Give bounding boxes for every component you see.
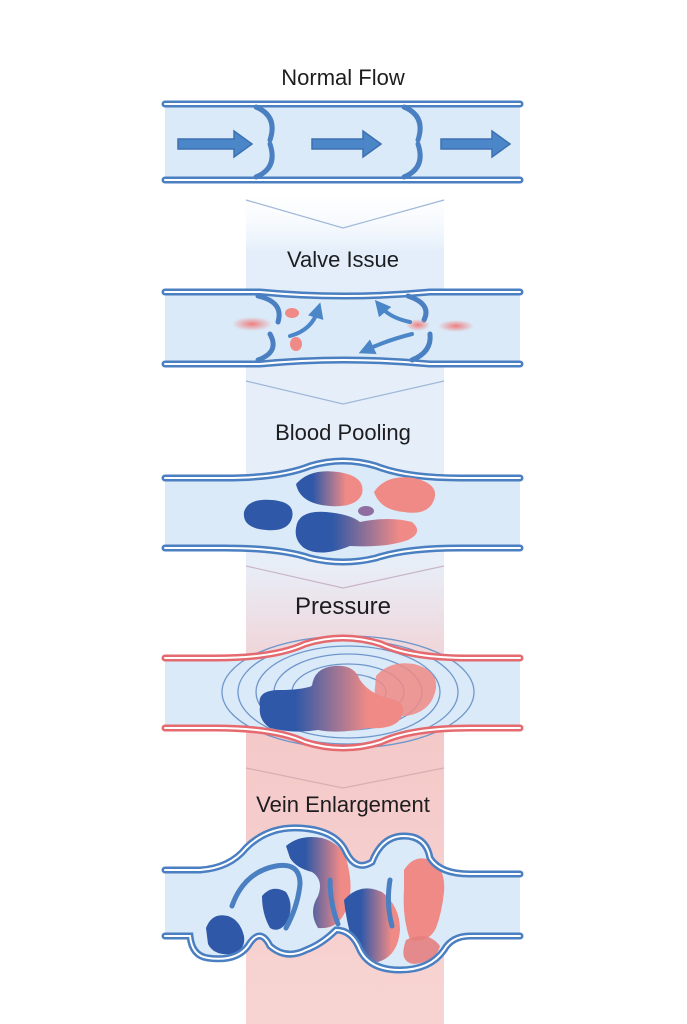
stage-valve-issue: Valve Issue bbox=[161, 247, 524, 368]
chevron-down-icon bbox=[245, 199, 445, 229]
enlarged-vein-blood bbox=[206, 837, 445, 964]
chevron-down-icon bbox=[245, 565, 445, 589]
pressured-blood bbox=[259, 663, 437, 732]
pooled-blood bbox=[243, 471, 436, 553]
stage-title-pressure: Pressure bbox=[295, 593, 391, 620]
vein-lumen bbox=[165, 292, 520, 364]
stage-normal-flow: Normal Flow bbox=[161, 65, 524, 184]
chevron-down-icon bbox=[245, 767, 445, 789]
backflow-arrow-icon bbox=[358, 332, 414, 354]
vein-folds bbox=[229, 862, 395, 931]
flow-arrow-icon bbox=[311, 129, 383, 159]
stage-vein-enlargement: Vein Enlargement bbox=[161, 792, 524, 974]
flow-arrow-icon bbox=[440, 129, 512, 159]
stage-pressure: Pressure bbox=[161, 593, 524, 752]
stage-blood-pooling: Blood Pooling bbox=[161, 420, 524, 566]
backflow-arrow-icon bbox=[374, 299, 412, 324]
stage-title-valve-issue: Valve Issue bbox=[287, 247, 399, 272]
stage-title-vein-enlargement: Vein Enlargement bbox=[256, 792, 430, 817]
flow-arrow-icon bbox=[177, 129, 254, 159]
backflow-arrow-icon bbox=[288, 302, 324, 338]
valve-open bbox=[253, 104, 423, 180]
chevron-down-icon bbox=[245, 380, 445, 405]
stage-title-blood-pooling: Blood Pooling bbox=[275, 420, 411, 445]
valve-leaking bbox=[255, 293, 433, 363]
stage-title-normal-flow: Normal Flow bbox=[281, 65, 405, 90]
